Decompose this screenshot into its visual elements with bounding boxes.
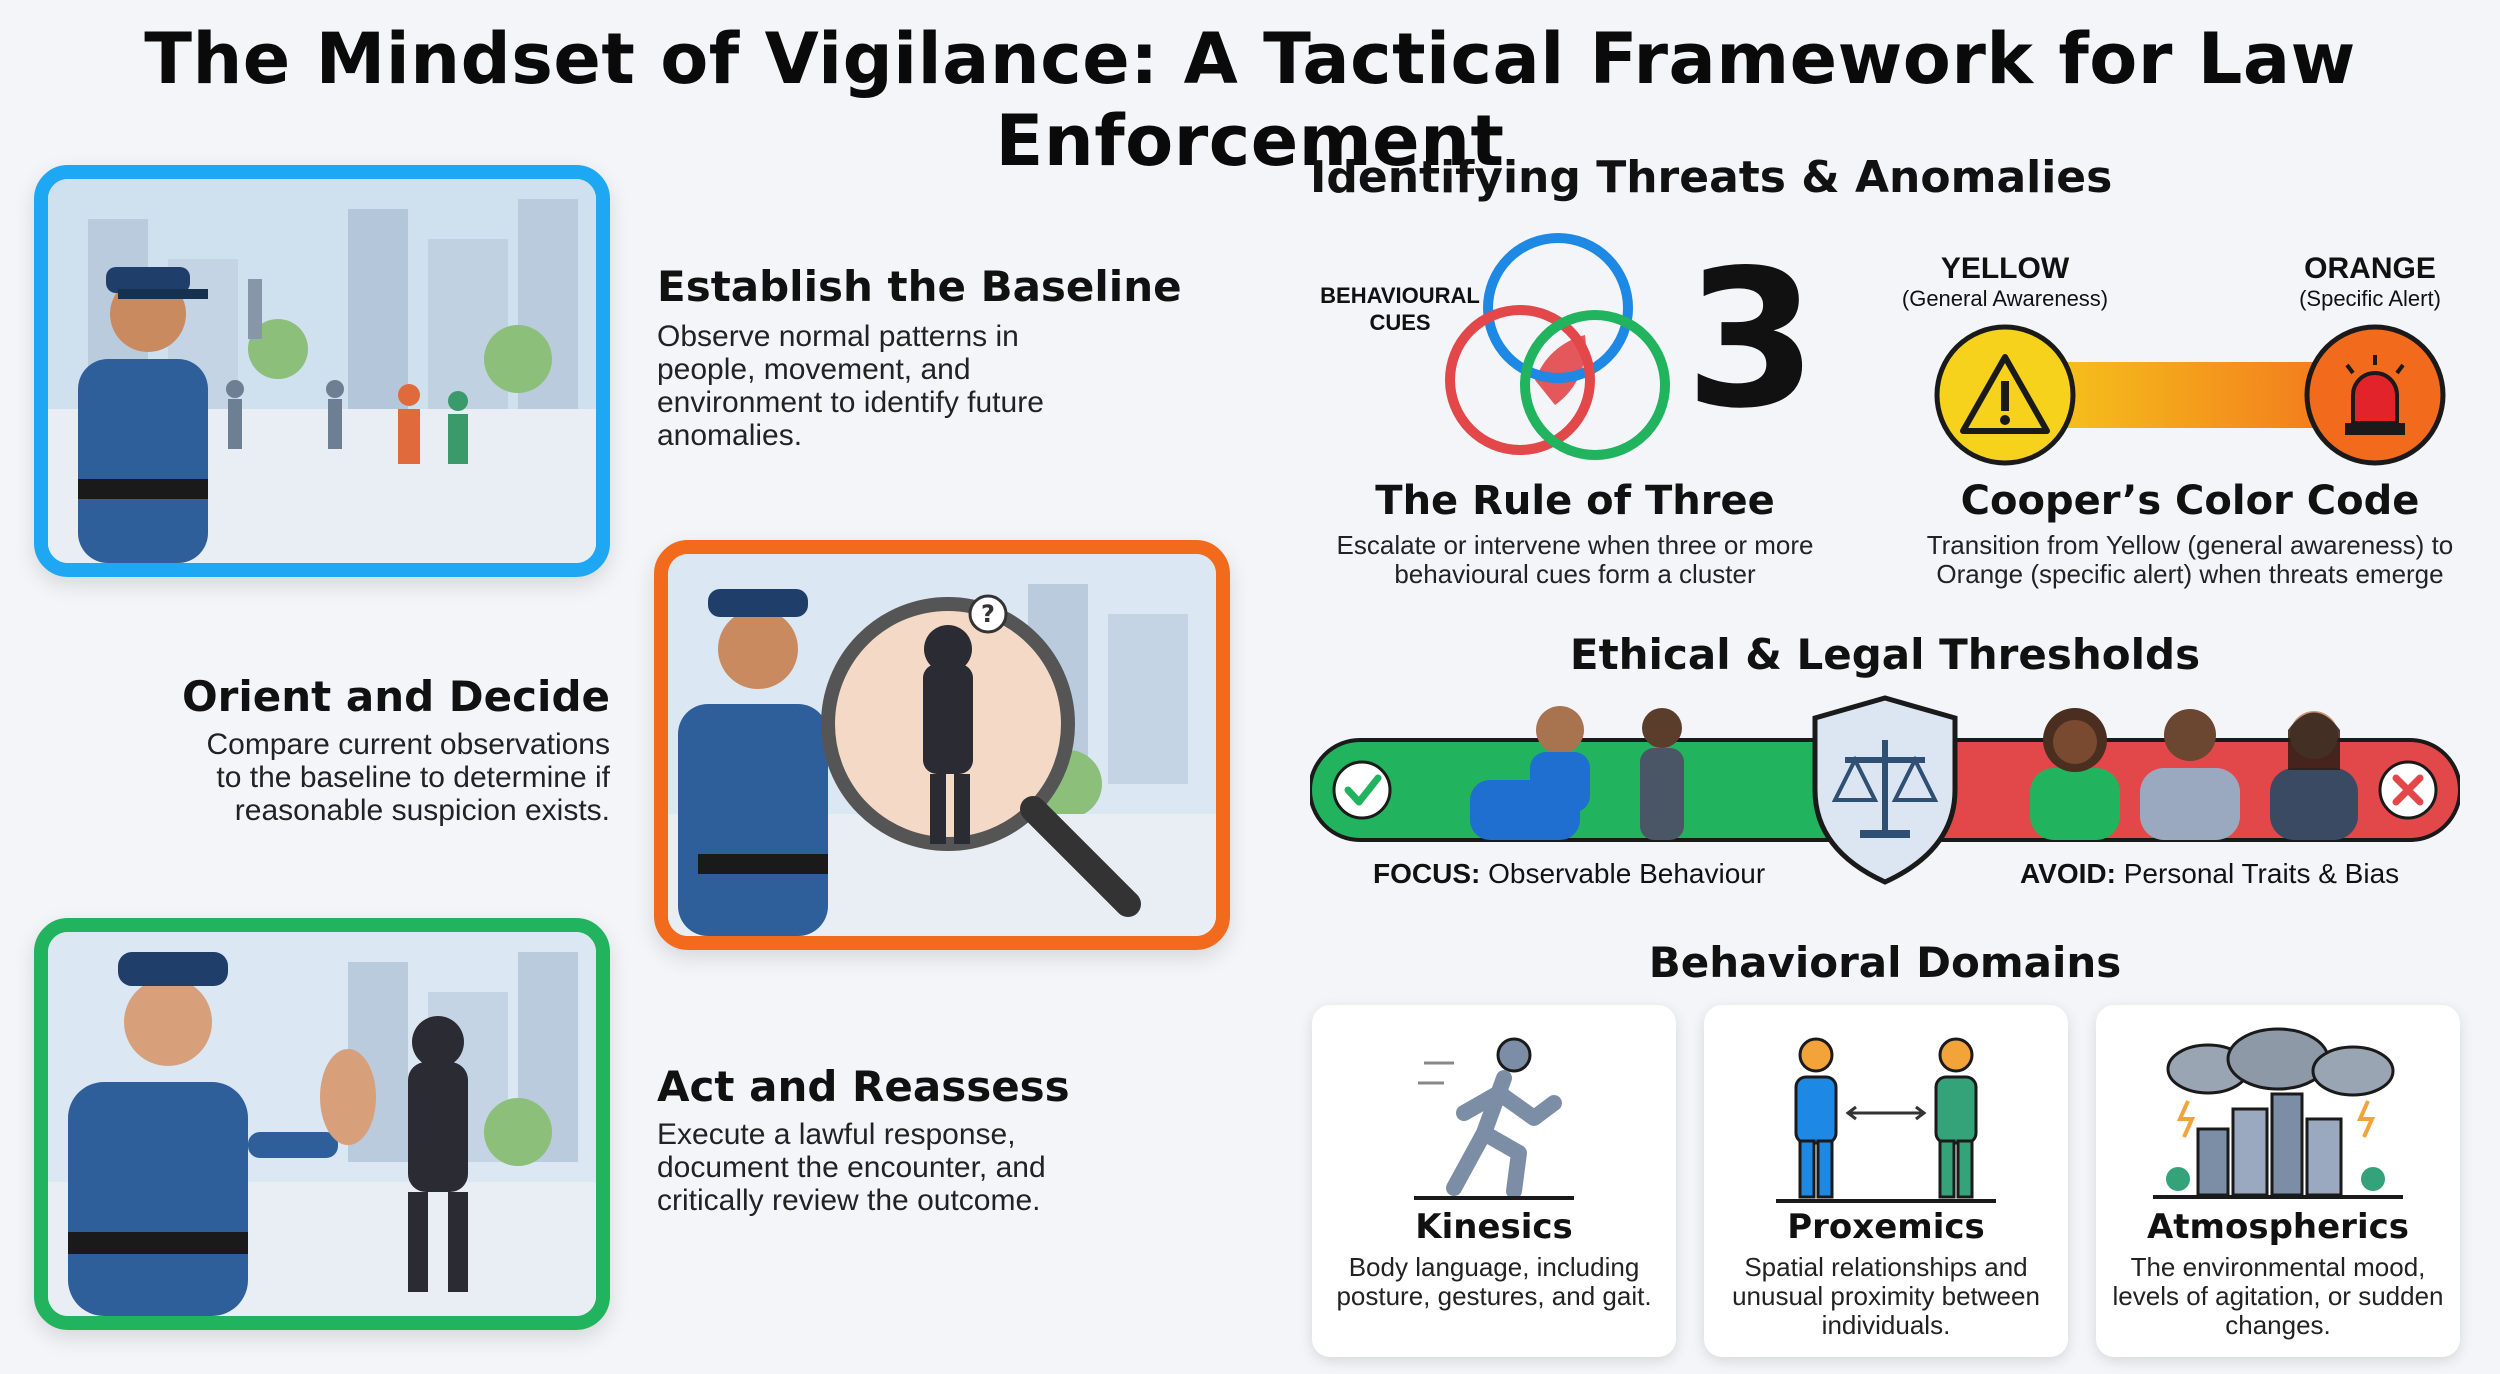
cues-label: BEHAVIOURAL CUES [1320,283,1480,335]
domain-atmospherics: Atmospherics The environmental mood, lev… [2096,1005,2460,1357]
focus-text: Observable Behaviour [1488,858,1766,889]
rule-of-three-desc: Escalate or intervene when three or more… [1336,530,1814,589]
domain-proxemics-desc: Spatial relationships and unusual proxim… [1732,1252,2040,1340]
step-orient-title: Orient and Decide [181,672,610,721]
baseline-illustration [34,165,610,577]
rule-of-three-title: The Rule of Three [1375,478,1775,524]
step-baseline-desc: Observe normal patterns in people, movem… [657,320,1044,452]
page-title: The Mindset of Vigilance: A Tactical Fra… [144,18,2356,182]
focus-label: FOCUS: [1373,858,1481,889]
siren-icon [2345,355,2405,435]
threats-heading: Identifying Threats & Anomalies [1310,152,2113,203]
domain-proxemics: Proxemics Spatial relationships and unus… [1704,1005,2068,1357]
domain-proxemics-title: Proxemics [1787,1207,1985,1247]
step-baseline-title: Establish the Baseline [657,262,1182,311]
act-illustration [34,918,610,1330]
yellow-label: YELLOW [1940,252,2070,285]
orient-illustration: ? [654,540,1230,950]
avoid-label: AVOID: [2020,858,2116,889]
domain-kinesics-title: Kinesics [1415,1207,1573,1247]
avoid-caption: AVOID: Personal Traits & Bias [2020,858,2399,890]
domains-heading: Behavioral Domains [1648,938,2122,987]
step-act-title: Act and Reassess [657,1062,1070,1111]
domain-kinesics: Kinesics Body language, including postur… [1312,1005,1676,1357]
spacing-people-icon [1776,1037,1996,1203]
step-orient-desc: Compare current observations to the base… [206,728,610,827]
rule-number: 3 [1685,229,1818,450]
venn-rings-icon [1445,233,1670,460]
warning-triangle-icon [1960,354,2050,434]
ethics-threshold-bar [1310,695,2460,885]
orange-label: ORANGE [2304,252,2436,285]
cooper-desc: Transition from Yellow (general awarenes… [1926,530,2454,589]
domain-atmospherics-title: Atmospherics [2146,1207,2409,1247]
orange-sub: (Specific Alert) [2299,286,2441,311]
step-act-desc: Execute a lawful response, document the … [657,1118,1046,1217]
domain-kinesics-desc: Body language, including posture, gestur… [1336,1252,1652,1311]
yellow-sub: (General Awareness) [1901,286,2109,311]
ethics-heading: Ethical & Legal Thresholds [1569,630,2201,679]
focus-caption: FOCUS: Observable Behaviour [1373,858,1765,890]
storm-city-icon [2153,1027,2403,1199]
svg-text:?: ? [981,600,995,628]
walking-person-icon [1414,1037,1574,1200]
cooper-title: Cooper’s Color Code [1960,478,2420,524]
domain-atmospherics-desc: The environmental mood, levels of agitat… [2112,1252,2444,1340]
avoid-text: Personal Traits & Bias [2123,858,2400,889]
